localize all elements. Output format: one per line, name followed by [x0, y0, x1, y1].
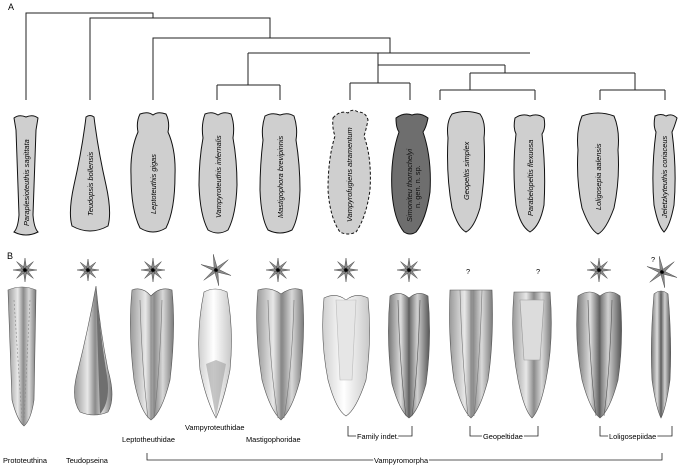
species-label: Teudopsis bollensis — [86, 151, 95, 216]
species-label: Loligosepia aalensis — [594, 143, 603, 210]
cross-section-star-icon — [200, 254, 232, 286]
group-label-prototeuthina: Prototeuthina — [3, 456, 48, 465]
species-label: Jeletzkyteuthis coriaceus — [660, 136, 669, 219]
reconstruction-jeletzkyteuthis — [651, 290, 671, 419]
reconstruction-vampyroteuthis — [198, 288, 232, 419]
species-label: Vampyrofugiens atramentum — [345, 127, 354, 222]
group-label-vampyroteuthidae: Vampyroteuthidae — [185, 423, 244, 432]
reconstruction-family-indet-b — [388, 293, 430, 419]
group-label-loligosepiidae: Loligosepiidae — [609, 432, 656, 441]
gladius-outline-mastigophora — [259, 113, 301, 234]
cross-section-star-icon — [396, 257, 422, 283]
group-label-mastigophoridae: Mastigophoridae — [246, 435, 301, 444]
reconstruction-leptoteuthis — [130, 288, 174, 421]
gladius-row — [13, 109, 678, 236]
cladogram — [25, 12, 666, 100]
gladius-outline-parabelopeltis — [513, 114, 546, 233]
species-label: Mastigophora brevipinnis — [276, 136, 285, 218]
gladius-outline-jeletzkyteuthis — [652, 114, 678, 233]
group-label-family-indet: Family indet. — [357, 432, 399, 441]
cross-section-star-icon — [12, 257, 38, 283]
group-brackets — [146, 426, 673, 461]
reconstruction-family-indet-a — [322, 295, 370, 417]
panel-label-b: B — [7, 251, 13, 261]
cross-section-icons — [12, 254, 678, 288]
gladius-outline-simoniteu — [391, 113, 431, 235]
cross-section-star-icon — [333, 257, 359, 283]
panel-label-a: A — [8, 2, 14, 12]
group-label-teudopseina: Teudopseina — [66, 456, 109, 465]
group-label-leptotheuthidae: Leptotheuthidae — [122, 435, 175, 444]
group-labels: Prototeuthina Teudopseina Leptotheuthida… — [3, 423, 658, 467]
reconstruction-paraplesioteuthis — [7, 286, 37, 427]
reconstruction-mastigophora — [256, 288, 304, 421]
reconstruction-teudopsis — [74, 285, 113, 416]
species-label: Geopeltis simplex — [462, 141, 471, 200]
reconstruction-row — [7, 285, 671, 427]
cross-section-star-icon — [140, 257, 166, 283]
reconstruction-loligosepia — [576, 291, 622, 419]
gladius-outline-teudopsis — [69, 115, 111, 232]
species-label-sub: n. gen. n. sp. — [413, 165, 422, 208]
question-mark: ? — [536, 267, 540, 276]
cross-section-star-icon — [586, 257, 612, 283]
group-label-vampyromorpha: Vampyromorpha — [374, 456, 429, 465]
gladius-outline-vampyrofugiens — [327, 109, 371, 235]
species-label: Vampyroteuthis infernalis — [214, 135, 223, 218]
cross-section-star-icon — [646, 256, 678, 288]
gladius-outline-geopeltis — [447, 111, 485, 233]
reconstruction-parabelopeltis — [512, 291, 552, 419]
reconstruction-geopeltis — [449, 289, 493, 419]
gladius-outline-loligosepia — [577, 112, 619, 235]
question-mark: ? — [466, 267, 470, 276]
cross-section-star-icon — [265, 257, 291, 283]
gladius-outline-vampyroteuthis — [198, 112, 238, 234]
species-label: Simoniteu thorrachelyi — [405, 149, 414, 222]
group-label-geopeltidae: Geopeltidae — [483, 432, 523, 441]
species-label: Paraplesioteuthis sagittata — [22, 139, 31, 226]
gladius-outline-paraplesioteuthis — [13, 115, 39, 236]
species-labels: Paraplesioteuthis sagittata Teudopsis bo… — [22, 127, 669, 226]
gladius-outline-leptoteuthis — [130, 112, 176, 233]
species-label: Parabelopeltis flexuosa — [526, 140, 535, 216]
cross-section-star-icon — [76, 258, 100, 282]
question-mark: ? — [651, 255, 655, 264]
species-label: Leptoteuthis gigas — [149, 154, 158, 214]
